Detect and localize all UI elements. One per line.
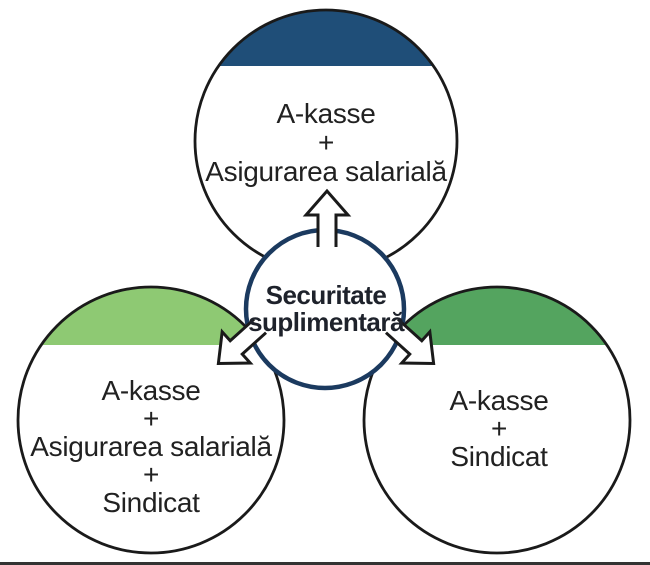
arrows-group (216, 188, 436, 365)
bottom-right-circle-line-1: A-kasse (449, 385, 548, 416)
bottom-left-circle (18, 287, 284, 553)
bottom-left-circle-line-4: + (143, 459, 159, 490)
arrow-down-right-icon (384, 318, 436, 365)
top-circle-group: A-kasse + Asigurarea salarială (193, 8, 459, 274)
bottom-edge-line (0, 562, 650, 565)
center-label-group: Securitate suplimentară (248, 280, 405, 337)
bottom-right-circle-outline (362, 285, 632, 555)
bottom-left-circle-line-2: + (143, 403, 159, 434)
bottom-right-circle-line-3: Sindicat (450, 441, 548, 472)
bottom-right-circle-line-2: + (491, 413, 507, 444)
top-circle (195, 10, 457, 272)
bottom-left-circle-line-5: Sindicat (102, 487, 200, 518)
bottom-left-circle-line-3: Asigurarea salarială (30, 431, 272, 462)
top-circle-line-2: + (318, 127, 334, 158)
center-circle-line-2: suplimentară (248, 307, 405, 337)
center-circle-line-1: Securitate (266, 280, 387, 310)
bottom-left-circle-outline (16, 285, 286, 555)
arrow-down-left-icon (216, 318, 268, 365)
bottom-left-circle-line-1: A-kasse (101, 375, 200, 406)
top-circle-cap (195, 10, 457, 66)
arrow-up-icon (302, 188, 352, 247)
top-circle-line-1: A-kasse (276, 98, 375, 129)
top-circle-line-3: Asigurarea salarială (205, 156, 447, 187)
